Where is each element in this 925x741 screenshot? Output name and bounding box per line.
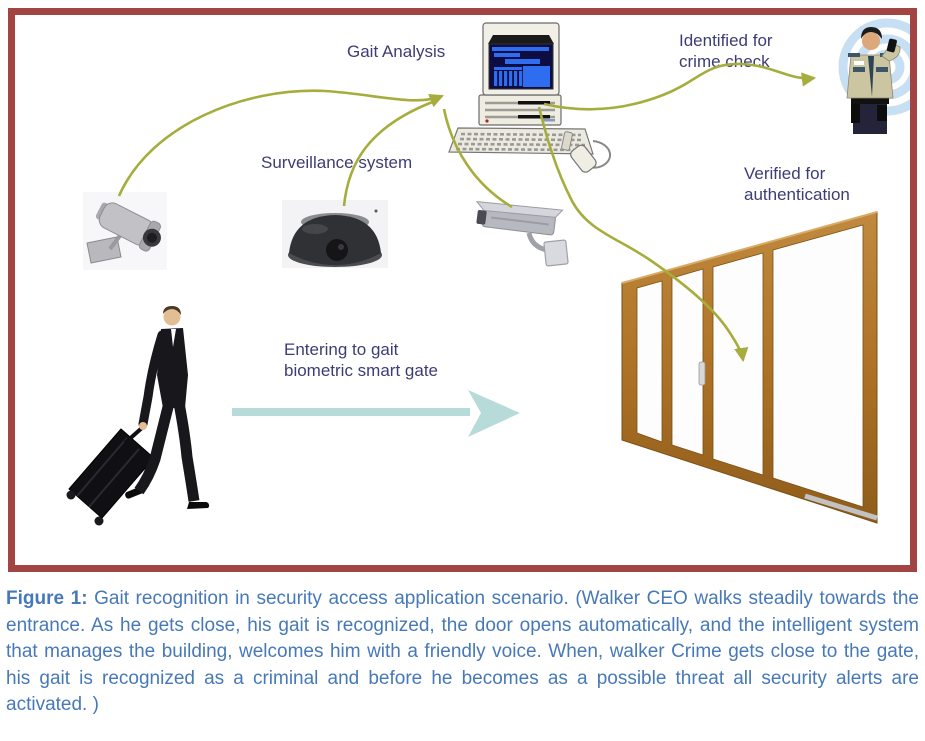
figure-caption-text: Gait recognition in security access appl… xyxy=(6,588,920,715)
keyboard xyxy=(448,127,594,155)
box-camera-icon xyxy=(475,200,569,267)
gait-analysis-label: Gait Analysis xyxy=(347,42,446,61)
dome-camera-icon xyxy=(282,200,388,268)
desktop-computer-icon xyxy=(448,22,612,173)
entry-direction-arrow xyxy=(232,390,520,437)
verified-for-authentication-label: Verified for authentication xyxy=(744,164,850,204)
entering-gate-label: Entering to gait biometric smart gate xyxy=(284,340,438,380)
identified-for-crime-check-label: Identified for crime check xyxy=(679,31,773,71)
bullet-camera-icon xyxy=(83,192,167,270)
figure-caption-label: Figure 1: xyxy=(6,588,88,609)
computer-to-guard-arrow xyxy=(543,62,817,111)
diagram-art xyxy=(66,18,910,526)
surveillance-system-label: Surveillance system xyxy=(261,153,413,172)
figure-caption: Figure 1: Gait recognition in security a… xyxy=(6,586,919,719)
sliding-door-icon xyxy=(621,211,878,524)
door-handle xyxy=(698,361,706,386)
computer-to-door-arrow xyxy=(537,106,749,363)
mouse xyxy=(570,144,597,173)
camera-to-computer-connectors xyxy=(117,89,513,209)
security-guard-icon xyxy=(828,18,910,134)
walking-man-suitcase-icon xyxy=(66,306,210,526)
diagram-frame: Gait Analysis Surveillance system Identi… xyxy=(8,8,917,572)
